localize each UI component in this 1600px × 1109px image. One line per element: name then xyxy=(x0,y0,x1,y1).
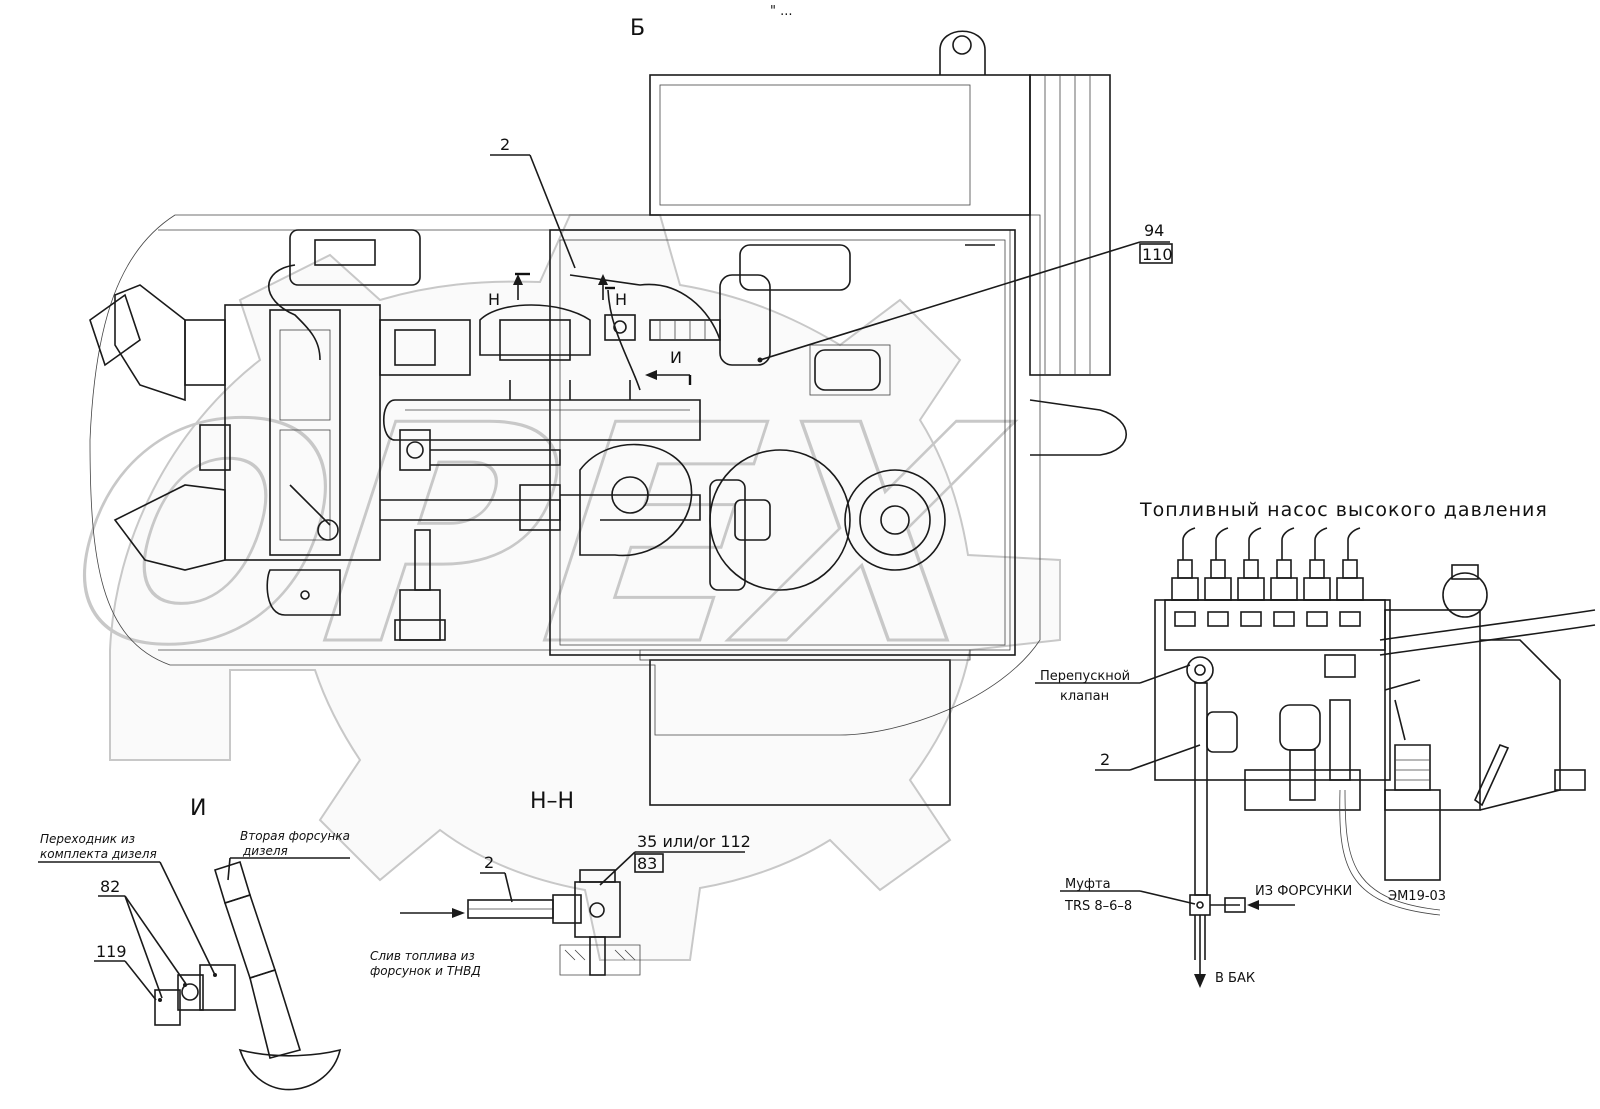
callout-119-label: 119 xyxy=(96,942,127,961)
watermark-text: ОРЕХ xyxy=(19,361,1044,711)
coupling-label-2: TRS 8–6–8 xyxy=(1064,899,1132,914)
pump-detail: Топливный насос высокого давления xyxy=(1035,499,1596,988)
section-mark-h-right: Н xyxy=(615,290,627,309)
callout-94-110: 94 110 xyxy=(757,221,1173,363)
callout-2-main: 2 xyxy=(490,135,576,269)
callout-110-label: 110 xyxy=(1142,245,1173,264)
section-hh: Н–Н 2 35 или/or 112 83 Слив топлива из ф… xyxy=(370,789,751,978)
view-arrow-i: И xyxy=(670,348,682,367)
main-plan-view: Н Н И xyxy=(89,30,1127,806)
to-tank-label: В БАК xyxy=(1215,971,1255,986)
section-mark-h-left: Н xyxy=(488,290,500,309)
callout-2-section-label: 2 xyxy=(484,853,494,872)
callout-82-label: 82 xyxy=(100,877,120,896)
detail-i-title: И xyxy=(190,796,206,821)
drain-label-2: форсунок и ТНВД xyxy=(370,964,481,978)
pump-title: Топливный насос высокого давления xyxy=(1139,499,1548,521)
injector-fittings xyxy=(1171,527,1364,627)
solenoid-mark: ЭМ19-03 xyxy=(1388,889,1446,904)
injector-label-1: Вторая форсунка xyxy=(240,829,350,843)
section-hh-title: Н–Н xyxy=(530,789,574,814)
bypass-valve-label-1: Перепускной xyxy=(1040,669,1130,684)
detail-i: И Переходник из комплекта дизеля Вторая … xyxy=(38,796,350,1091)
watermark-gear: ОРЕХ xyxy=(17,214,1061,961)
injector-label-2: дизеля xyxy=(242,844,288,858)
callout-83-label: 83 xyxy=(637,854,657,873)
adapter-label-1: Переходник из xyxy=(40,832,135,846)
view-label-b: Б xyxy=(630,16,645,41)
callout-2-pump-label: 2 xyxy=(1100,750,1110,769)
top-marks: " ... xyxy=(770,4,793,19)
bypass-valve-label-2: клапан xyxy=(1060,689,1109,704)
adapter-label-2: комплекта дизеля xyxy=(40,847,157,861)
callout-35-label: 35 или/or 112 xyxy=(637,832,751,851)
drain-label-1: Слив топлива из xyxy=(370,949,475,963)
from-injector-label: ИЗ ФОРСУНКИ xyxy=(1255,884,1352,899)
coupling-label-1: Муфта xyxy=(1065,877,1111,892)
callout-2-main-label: 2 xyxy=(500,135,510,154)
callout-94-label: 94 xyxy=(1144,221,1164,240)
